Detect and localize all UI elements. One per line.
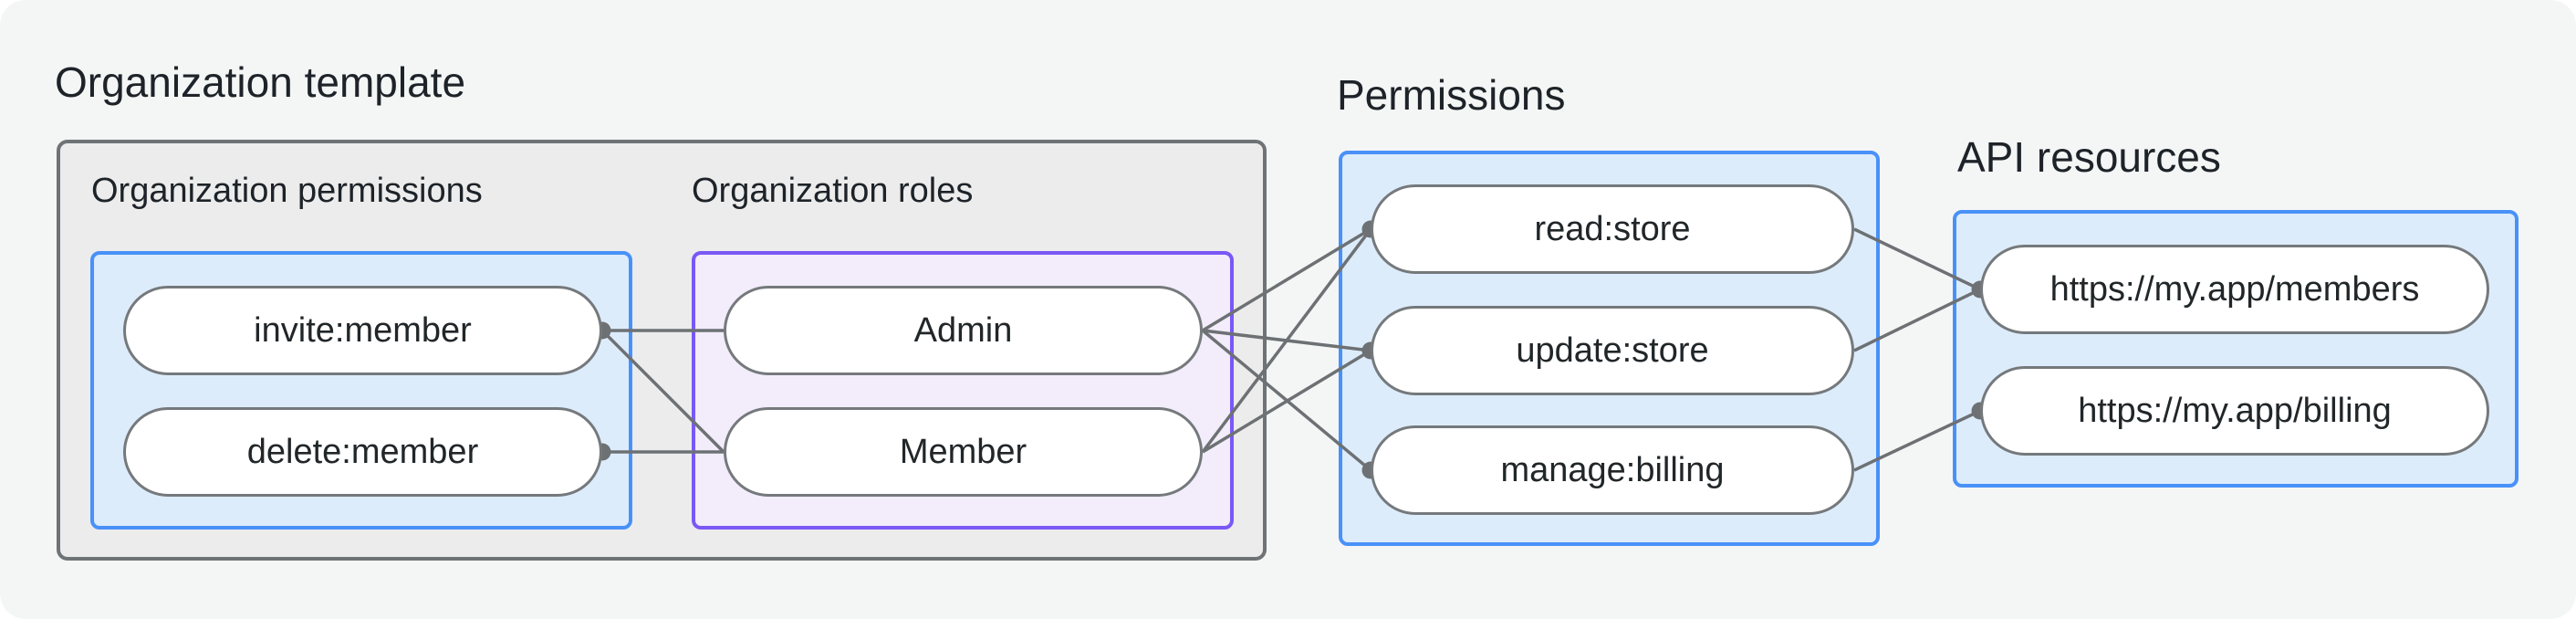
api-resources-heading: API resources [1957, 133, 2221, 181]
node-member-role: Member [724, 407, 1203, 497]
organization-roles-heading: Organization roles [692, 172, 974, 210]
node-delete-member: delete:member [123, 407, 602, 497]
node-api-members-url: https://my.app/members [1980, 245, 2489, 334]
organization-permissions-heading: Organization permissions [91, 172, 483, 210]
node-admin-role: Admin [724, 286, 1203, 375]
node-update-store: update:store [1371, 306, 1854, 395]
node-manage-billing: manage:billing [1371, 425, 1854, 515]
node-read-store: read:store [1371, 184, 1854, 274]
permissions-heading: Permissions [1337, 71, 1566, 119]
organization-template-title: Organization template [55, 58, 466, 106]
node-invite-member: invite:member [123, 286, 602, 375]
node-api-billing-url: https://my.app/billing [1980, 366, 2489, 456]
